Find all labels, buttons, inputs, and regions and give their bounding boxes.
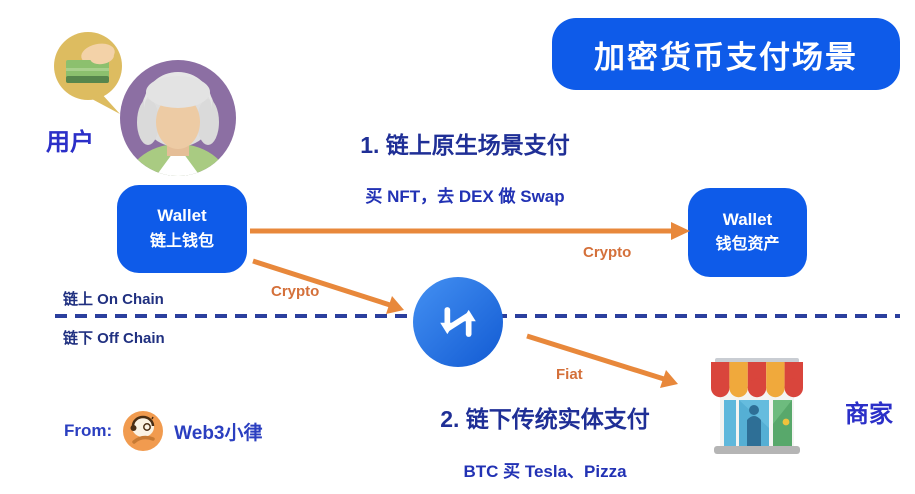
card-payment-bubble-icon <box>54 32 122 114</box>
source-name: Web3小律 <box>174 422 263 444</box>
user-label: 用户 <box>46 129 94 156</box>
arrow-wallet-to-wallet <box>250 222 690 240</box>
off-chain-label: 链下 Off Chain <box>63 330 165 347</box>
wallet-title: Wallet <box>722 209 773 229</box>
wallet-subtitle: 链上钱包 <box>149 232 214 250</box>
page-title: 加密货币支付场景 <box>552 18 900 90</box>
swap-transfer-icon <box>413 277 503 367</box>
user-avatar <box>120 60 236 176</box>
merchant-label: 商家 <box>845 401 893 428</box>
crypto-label-mid: Crypto <box>271 283 320 300</box>
from-label: From: <box>64 421 113 440</box>
wallet-assets-node: Wallet 钱包资产 <box>688 188 807 277</box>
scenario-offchain-heading: 2. 链下传统实体支付 <box>440 406 650 432</box>
scenario-onchain-heading: 1. 链上原生场景支付 <box>360 132 570 158</box>
fiat-label: Fiat <box>556 366 583 383</box>
scenario-onchain-block: 1. 链上原生场景支付 买 NFT，去 DEX 做 Swap <box>300 126 630 207</box>
onchain-wallet-node: Wallet 链上钱包 <box>117 185 247 273</box>
web3-logo-icon <box>123 411 164 451</box>
scenario-offchain-example: BTC 买 Tesla、Pizza <box>463 462 627 481</box>
arrow-bridge-to-merchant <box>526 333 678 388</box>
storefront-icon <box>711 358 803 454</box>
wallet-title: Wallet <box>157 206 207 226</box>
wallet-subtitle: 钱包资产 <box>715 236 780 254</box>
crypto-label-top: Crypto <box>583 244 632 261</box>
on-chain-label: 链上 On Chain <box>63 291 164 308</box>
scenario-onchain-example: 买 NFT，去 DEX 做 Swap <box>365 187 565 206</box>
attribution-row: From: Web3小律 <box>64 410 263 452</box>
scenario-offchain-block: 2. 链下传统实体支付 BTC 买 Tesla、Pizza <box>380 400 710 482</box>
